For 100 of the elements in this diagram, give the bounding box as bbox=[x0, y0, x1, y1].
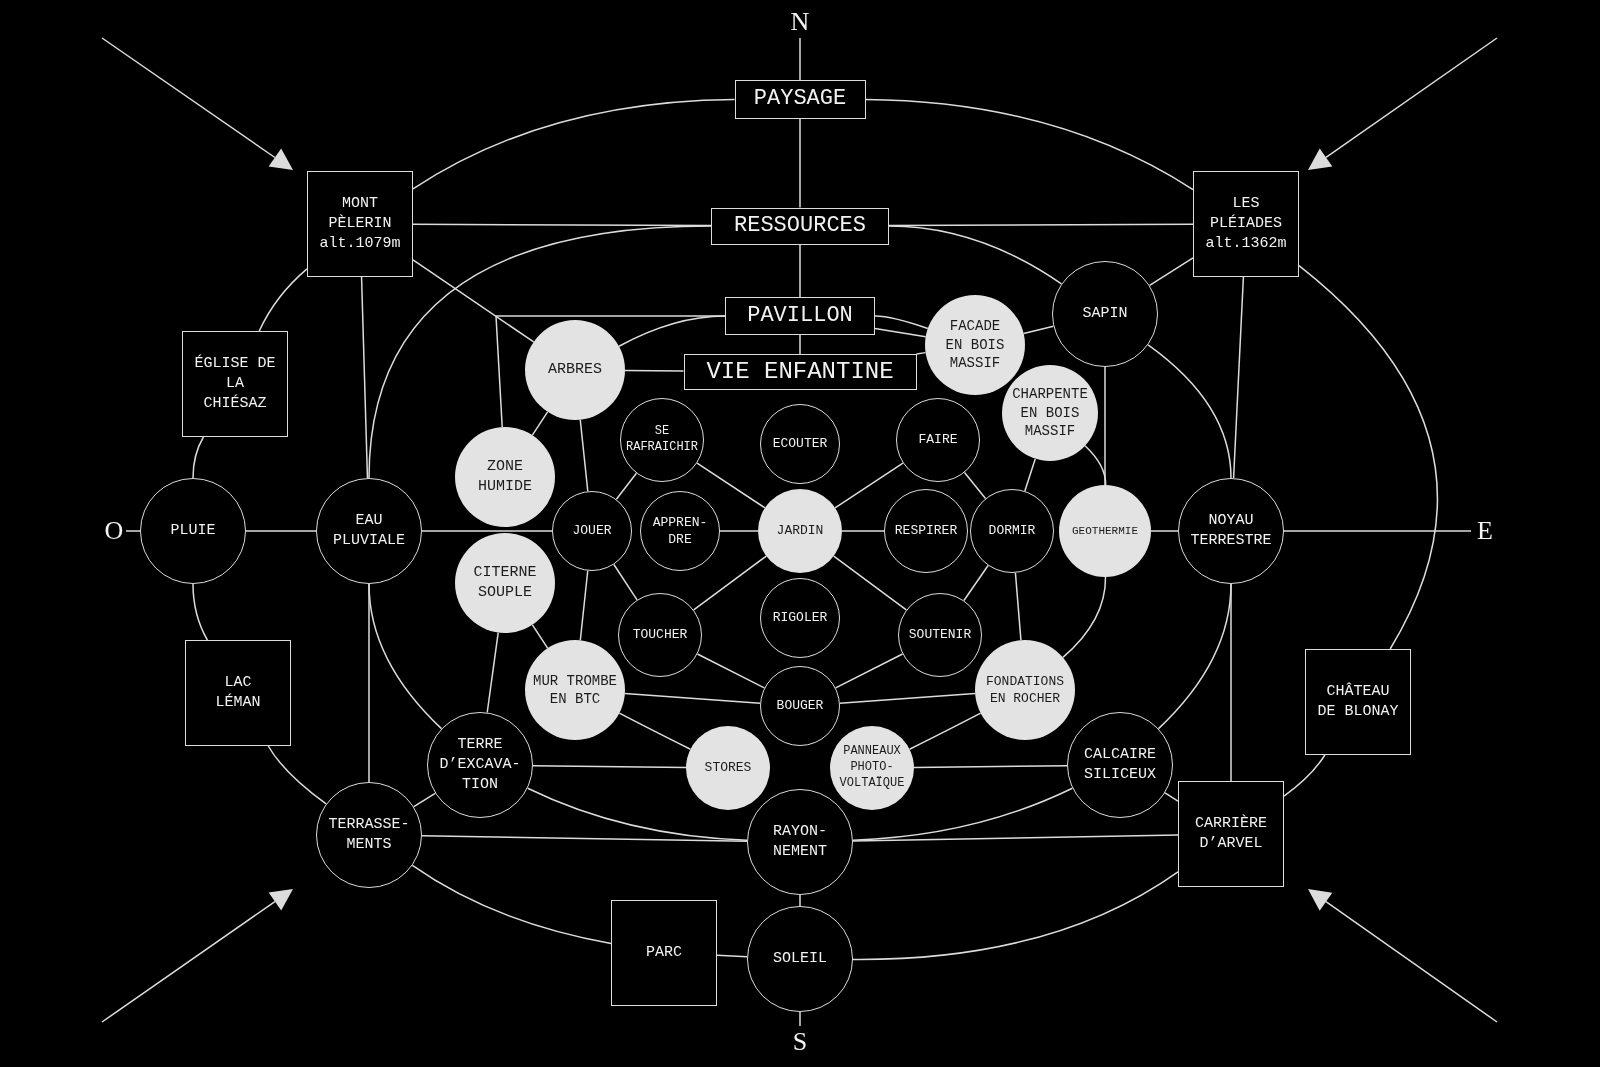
connector-line bbox=[1298, 264, 1438, 650]
connector-line bbox=[834, 462, 904, 509]
connector-line bbox=[1062, 576, 1107, 659]
node-label: FAIRE bbox=[918, 431, 958, 449]
node-label: NOYAU TERRESTRE bbox=[1189, 511, 1273, 551]
node-label: EAU PLUVIALE bbox=[332, 511, 406, 551]
connector-line bbox=[799, 243, 801, 298]
connector-line bbox=[1147, 344, 1232, 479]
connector-line bbox=[532, 764, 687, 769]
connector-line bbox=[267, 745, 327, 805]
compass-letter: E bbox=[1477, 518, 1493, 544]
node-label: FACADE EN BOIS MASSIF bbox=[944, 317, 1006, 373]
connector-line bbox=[245, 530, 317, 532]
connector-line bbox=[192, 436, 205, 479]
circle-node bbox=[760, 666, 840, 746]
connector-line bbox=[799, 334, 801, 355]
connector-line bbox=[832, 555, 908, 611]
connector-line bbox=[908, 712, 982, 750]
connector-line bbox=[834, 653, 904, 689]
connector-line bbox=[421, 530, 553, 532]
node-label: JOUER bbox=[572, 522, 612, 540]
node-label: TERRE D’EXCAVA- TION bbox=[438, 735, 522, 795]
connector-line bbox=[888, 225, 1063, 285]
connector-line bbox=[618, 315, 726, 347]
compass-letter: O bbox=[104, 518, 124, 544]
label-box bbox=[185, 640, 291, 746]
circle-node bbox=[552, 491, 632, 571]
node-label: PAVILLON bbox=[747, 302, 853, 331]
circle-node bbox=[896, 398, 980, 482]
connector-line bbox=[526, 787, 748, 841]
connector-line bbox=[915, 351, 927, 355]
connector-line bbox=[852, 834, 1179, 842]
connector-line bbox=[421, 835, 748, 842]
connector-line bbox=[531, 411, 549, 436]
connector-line bbox=[411, 864, 612, 945]
connector-line bbox=[799, 117, 801, 209]
node-label: SAPIN bbox=[1082, 304, 1128, 324]
compass-letter: S bbox=[792, 1029, 808, 1055]
node-label: CALCAIRE SILICEUX bbox=[1083, 745, 1157, 785]
node-label: ARBRES bbox=[548, 360, 602, 380]
node-label: PLUIE bbox=[170, 521, 216, 541]
connector-line bbox=[360, 276, 369, 479]
connector-line bbox=[412, 98, 736, 190]
node-label: ÉGLISE DE LA CHIÉSAZ bbox=[193, 354, 277, 414]
connector-line bbox=[692, 555, 768, 611]
label-box bbox=[711, 207, 889, 245]
connector-line bbox=[531, 624, 549, 649]
node-label: CITERNE SOUPLE bbox=[472, 563, 538, 603]
connector-line bbox=[258, 268, 308, 332]
connector-line bbox=[1104, 366, 1106, 486]
node-label: STORES bbox=[704, 759, 752, 777]
connector-line bbox=[579, 418, 589, 492]
node-label: RAYON- NEMENT bbox=[772, 822, 828, 862]
node-label: FONDATIONS EN ROCHER bbox=[985, 672, 1065, 708]
label-box bbox=[1305, 649, 1411, 755]
node-label: PANNEAUX PHOTO- VOLTAÏQUE bbox=[838, 744, 906, 792]
node-label: SE RAFRAICHIR bbox=[625, 424, 699, 456]
connector-line bbox=[716, 954, 748, 958]
connector-line bbox=[696, 653, 766, 689]
label-box bbox=[182, 331, 288, 437]
filled-circle-node bbox=[525, 320, 625, 420]
node-label: GEOTHERMIE bbox=[1072, 523, 1138, 539]
node-label: MONT PÈLERIN alt.1079m bbox=[318, 194, 402, 254]
filled-circle-node bbox=[686, 726, 770, 810]
node-label: CHÂTEAU DE BLONAY bbox=[1316, 682, 1400, 722]
circle-node bbox=[898, 593, 982, 677]
connector-line bbox=[1232, 276, 1245, 479]
connector-line bbox=[624, 692, 761, 704]
connector-line bbox=[1014, 572, 1022, 641]
node-label: RIGOLER bbox=[772, 609, 828, 627]
filled-circle-node bbox=[830, 726, 914, 810]
connector-line bbox=[696, 462, 766, 509]
label-box bbox=[734, 79, 866, 119]
connector-line bbox=[839, 692, 976, 704]
connector-line bbox=[615, 472, 638, 501]
node-label: PARC bbox=[646, 943, 682, 963]
connector-line bbox=[874, 315, 929, 330]
connector-line bbox=[613, 563, 638, 601]
connector-line bbox=[412, 259, 535, 343]
connector-line bbox=[579, 570, 589, 642]
node-label: SOLEIL bbox=[773, 949, 827, 969]
connector-line bbox=[413, 792, 436, 808]
connector-line bbox=[624, 369, 685, 372]
connector-line bbox=[1164, 792, 1179, 802]
node-label: BOUGER bbox=[776, 697, 824, 715]
node-label: ECOUTER bbox=[772, 435, 828, 453]
connector-line bbox=[1024, 457, 1037, 492]
connector-line bbox=[852, 787, 1074, 841]
connector-line bbox=[1148, 257, 1194, 287]
node-label: APPREN- DRE bbox=[651, 513, 709, 549]
connector-line bbox=[841, 530, 885, 532]
connector-line bbox=[1022, 325, 1055, 335]
connector-line bbox=[799, 894, 801, 907]
connector-line bbox=[618, 712, 692, 750]
connector-line bbox=[963, 471, 987, 500]
node-label: RESSOURCES bbox=[734, 212, 866, 241]
connector-line bbox=[192, 583, 209, 641]
connector-line bbox=[1283, 754, 1326, 797]
node-label: CHARPENTE EN BOIS MASSIF bbox=[1011, 385, 1089, 441]
node-label: ZONE HUMIDE bbox=[477, 457, 533, 497]
